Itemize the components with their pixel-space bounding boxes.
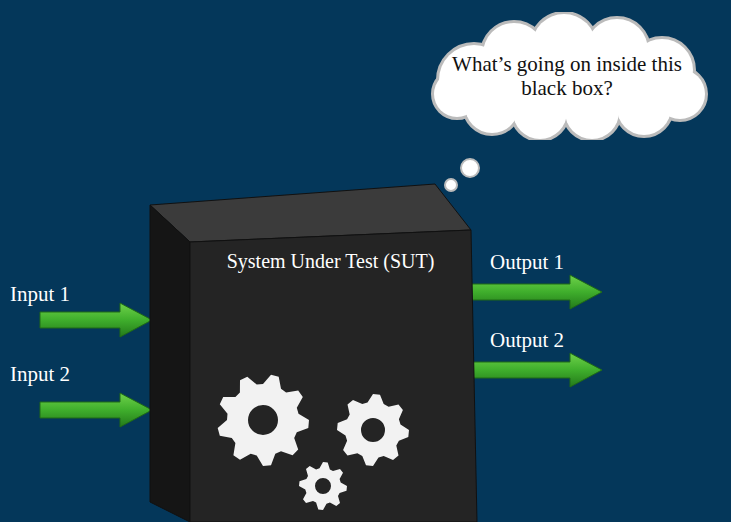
cloud-outline bbox=[433, 13, 706, 140]
cube-shape bbox=[145, 180, 480, 522]
gear-icon bbox=[299, 462, 347, 510]
flow-arrow bbox=[40, 393, 152, 427]
io-label: Input 2 bbox=[10, 362, 70, 387]
system-title: System Under Test (SUT) bbox=[196, 250, 466, 273]
io-label: Output 2 bbox=[490, 328, 564, 353]
thought-text: What’s going on inside this black box? bbox=[452, 52, 682, 100]
flow-arrow bbox=[40, 303, 152, 337]
gear-icon bbox=[337, 394, 409, 466]
io-label: Output 1 bbox=[490, 250, 564, 275]
flow-arrow bbox=[470, 275, 602, 309]
gear-icon bbox=[218, 375, 309, 466]
cube-side bbox=[150, 205, 190, 522]
system-box: System Under Test (SUT) bbox=[145, 180, 480, 522]
thought-cloud: What’s going on inside this black box? bbox=[412, 12, 722, 140]
cube-front bbox=[190, 230, 477, 522]
flow-arrow bbox=[470, 353, 602, 387]
io-label: Input 1 bbox=[10, 282, 70, 307]
